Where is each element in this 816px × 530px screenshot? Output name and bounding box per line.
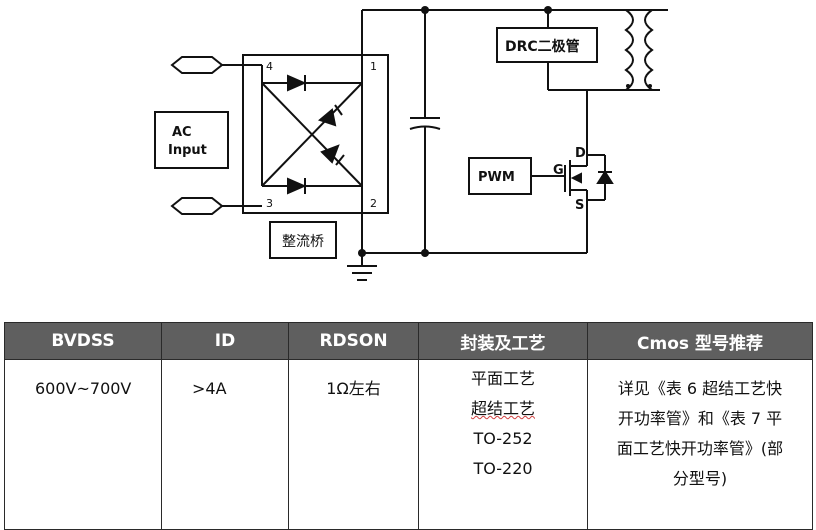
rectifier-box	[242, 54, 389, 214]
ac-input-label-line2: Input	[168, 143, 207, 158]
spec-table: BVDSS ID RDSON 封装及工艺 Cmos 型号推荐 600V~700V…	[4, 322, 813, 530]
header-bvdss: BVDSS	[4, 322, 162, 360]
ac-terminal-top	[170, 56, 224, 74]
recommend-line: 开功率管》和《表 7 平	[617, 409, 783, 428]
drc-diode-label: DRC二极管	[505, 38, 580, 55]
rectifier-label: 整流桥	[282, 234, 324, 250]
package-line: 平面工艺	[470, 369, 535, 388]
diode-cross-up	[317, 108, 337, 127]
header-rdson: RDSON	[288, 322, 419, 360]
ac-terminal-bottom	[170, 197, 224, 215]
diode-bottom	[287, 177, 307, 195]
table-header-row: BVDSS ID RDSON 封装及工艺 Cmos 型号推荐	[4, 322, 813, 360]
table-row: 600V~700V >4A 1Ω左右 平面工艺 超结工艺 TO-252 TO-2…	[4, 359, 813, 530]
cell-recommend: 详见《表 6 超结工艺快 开功率管》和《表 7 平 面工艺快开功率管》(部 分型…	[587, 359, 813, 530]
header-id: ID	[161, 322, 289, 360]
cell-bvdss: 600V~700V	[4, 359, 162, 530]
cell-package: 平面工艺 超结工艺 TO-252 TO-220	[418, 359, 588, 530]
package-line: TO-220	[473, 459, 533, 478]
package-line: 超结工艺	[470, 399, 535, 418]
circuit-schematic: AC Input 整流桥 DRC二极管 PWM 4 1 3 2 D G S	[154, 6, 668, 281]
mos-drain-label: D	[575, 146, 586, 161]
ac-input-box	[154, 111, 229, 169]
diode-top	[287, 74, 307, 92]
rectifier-label-box	[269, 221, 337, 259]
recommend-line: 面工艺快开功率管》(部	[616, 439, 784, 458]
pin-3: 3	[266, 197, 273, 210]
ac-input-label-line1: AC	[172, 125, 192, 140]
mos-gate-label: G	[553, 163, 564, 178]
recommend-line: 详见《表 6 超结工艺快	[617, 379, 783, 398]
header-recommend: Cmos 型号推荐	[587, 322, 813, 360]
recommend-line: 分型号)	[672, 469, 728, 488]
pwm-label: PWM	[478, 170, 515, 185]
mos-source-label: S	[575, 198, 584, 213]
pin-2: 2	[370, 197, 377, 210]
header-package: 封装及工艺	[418, 322, 588, 360]
package-line: TO-252	[473, 429, 533, 448]
cell-id: >4A	[161, 359, 289, 530]
pin-4: 4	[266, 60, 273, 73]
cell-rdson: 1Ω左右	[288, 359, 419, 530]
pin-1: 1	[370, 60, 377, 73]
diode-cross-down	[320, 144, 340, 164]
